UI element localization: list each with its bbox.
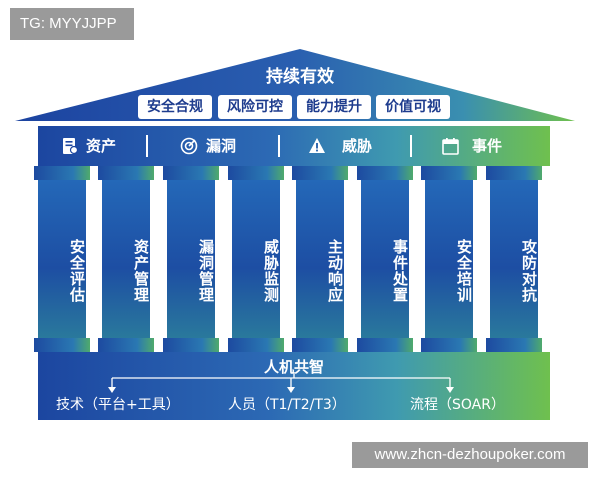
pillar-active-response: 主动响应 xyxy=(292,166,348,352)
pillar-vulnerability-management: 漏洞管理 xyxy=(163,166,219,352)
category-label: 资产 xyxy=(86,137,117,155)
pillar-label: 漏洞管理 xyxy=(197,239,215,303)
base-title: 人机共智 xyxy=(263,358,324,376)
category-label: 威胁 xyxy=(342,137,373,155)
base-item-technology: 技术（平台+工具） xyxy=(56,397,180,413)
category-asset: 资产 xyxy=(62,126,116,166)
pillar-security-training: 安全培训 xyxy=(421,166,477,352)
pillar-label: 攻防对抗 xyxy=(520,239,538,303)
pillar-asset-management: 资产管理 xyxy=(98,166,154,352)
calendar-icon xyxy=(442,138,459,155)
category-label: 漏洞 xyxy=(206,137,237,155)
pillar-incident-handling: 事件处置 xyxy=(357,166,413,352)
roof-pill-risk: 风险可控 xyxy=(218,95,292,119)
divider xyxy=(410,135,412,157)
category-vulnerability: 漏洞 xyxy=(180,126,236,166)
category-beam: 资产 漏洞 威胁 事件 xyxy=(38,126,550,166)
roof-title: 持续有效 xyxy=(266,67,334,87)
category-threat: 威胁 xyxy=(308,126,372,166)
pillar-label: 安全评估 xyxy=(68,239,86,303)
roof-pill-value: 价值可视 xyxy=(376,95,450,119)
category-label: 事件 xyxy=(472,137,503,155)
pillar-label: 资产管理 xyxy=(132,239,150,303)
pillar-label: 主动响应 xyxy=(326,239,344,303)
asset-doc-icon xyxy=(63,138,78,155)
pillar-label: 事件处置 xyxy=(391,239,409,303)
category-event: 事件 xyxy=(442,126,502,166)
vulnerability-scan-icon xyxy=(180,137,198,155)
pillar-label: 威胁监测 xyxy=(262,239,280,303)
roof-pill-compliance: 安全合规 xyxy=(138,95,212,119)
divider xyxy=(146,135,148,157)
foundation-base: 人机共智 技术（平台+工具） 人员（T1/T2/T3） 流程（SOAR） xyxy=(38,352,550,420)
warning-icon xyxy=(309,138,325,153)
roof-pill-ability: 能力提升 xyxy=(297,95,371,119)
pillar-label: 安全培训 xyxy=(455,239,473,303)
base-item-people: 人员（T1/T2/T3） xyxy=(228,397,346,413)
base-connector xyxy=(108,372,454,393)
watermark-url: www.zhcn-dezhoupoker.com xyxy=(352,442,588,468)
pillar-attack-defense: 攻防对抗 xyxy=(486,166,542,352)
pillar-threat-monitoring: 威胁监测 xyxy=(228,166,284,352)
base-item-process: 流程（SOAR） xyxy=(410,397,505,413)
divider xyxy=(278,135,280,157)
pillar-security-assessment: 安全评估 xyxy=(34,166,90,352)
tag-label: TG: MYYJJPP xyxy=(10,8,134,40)
